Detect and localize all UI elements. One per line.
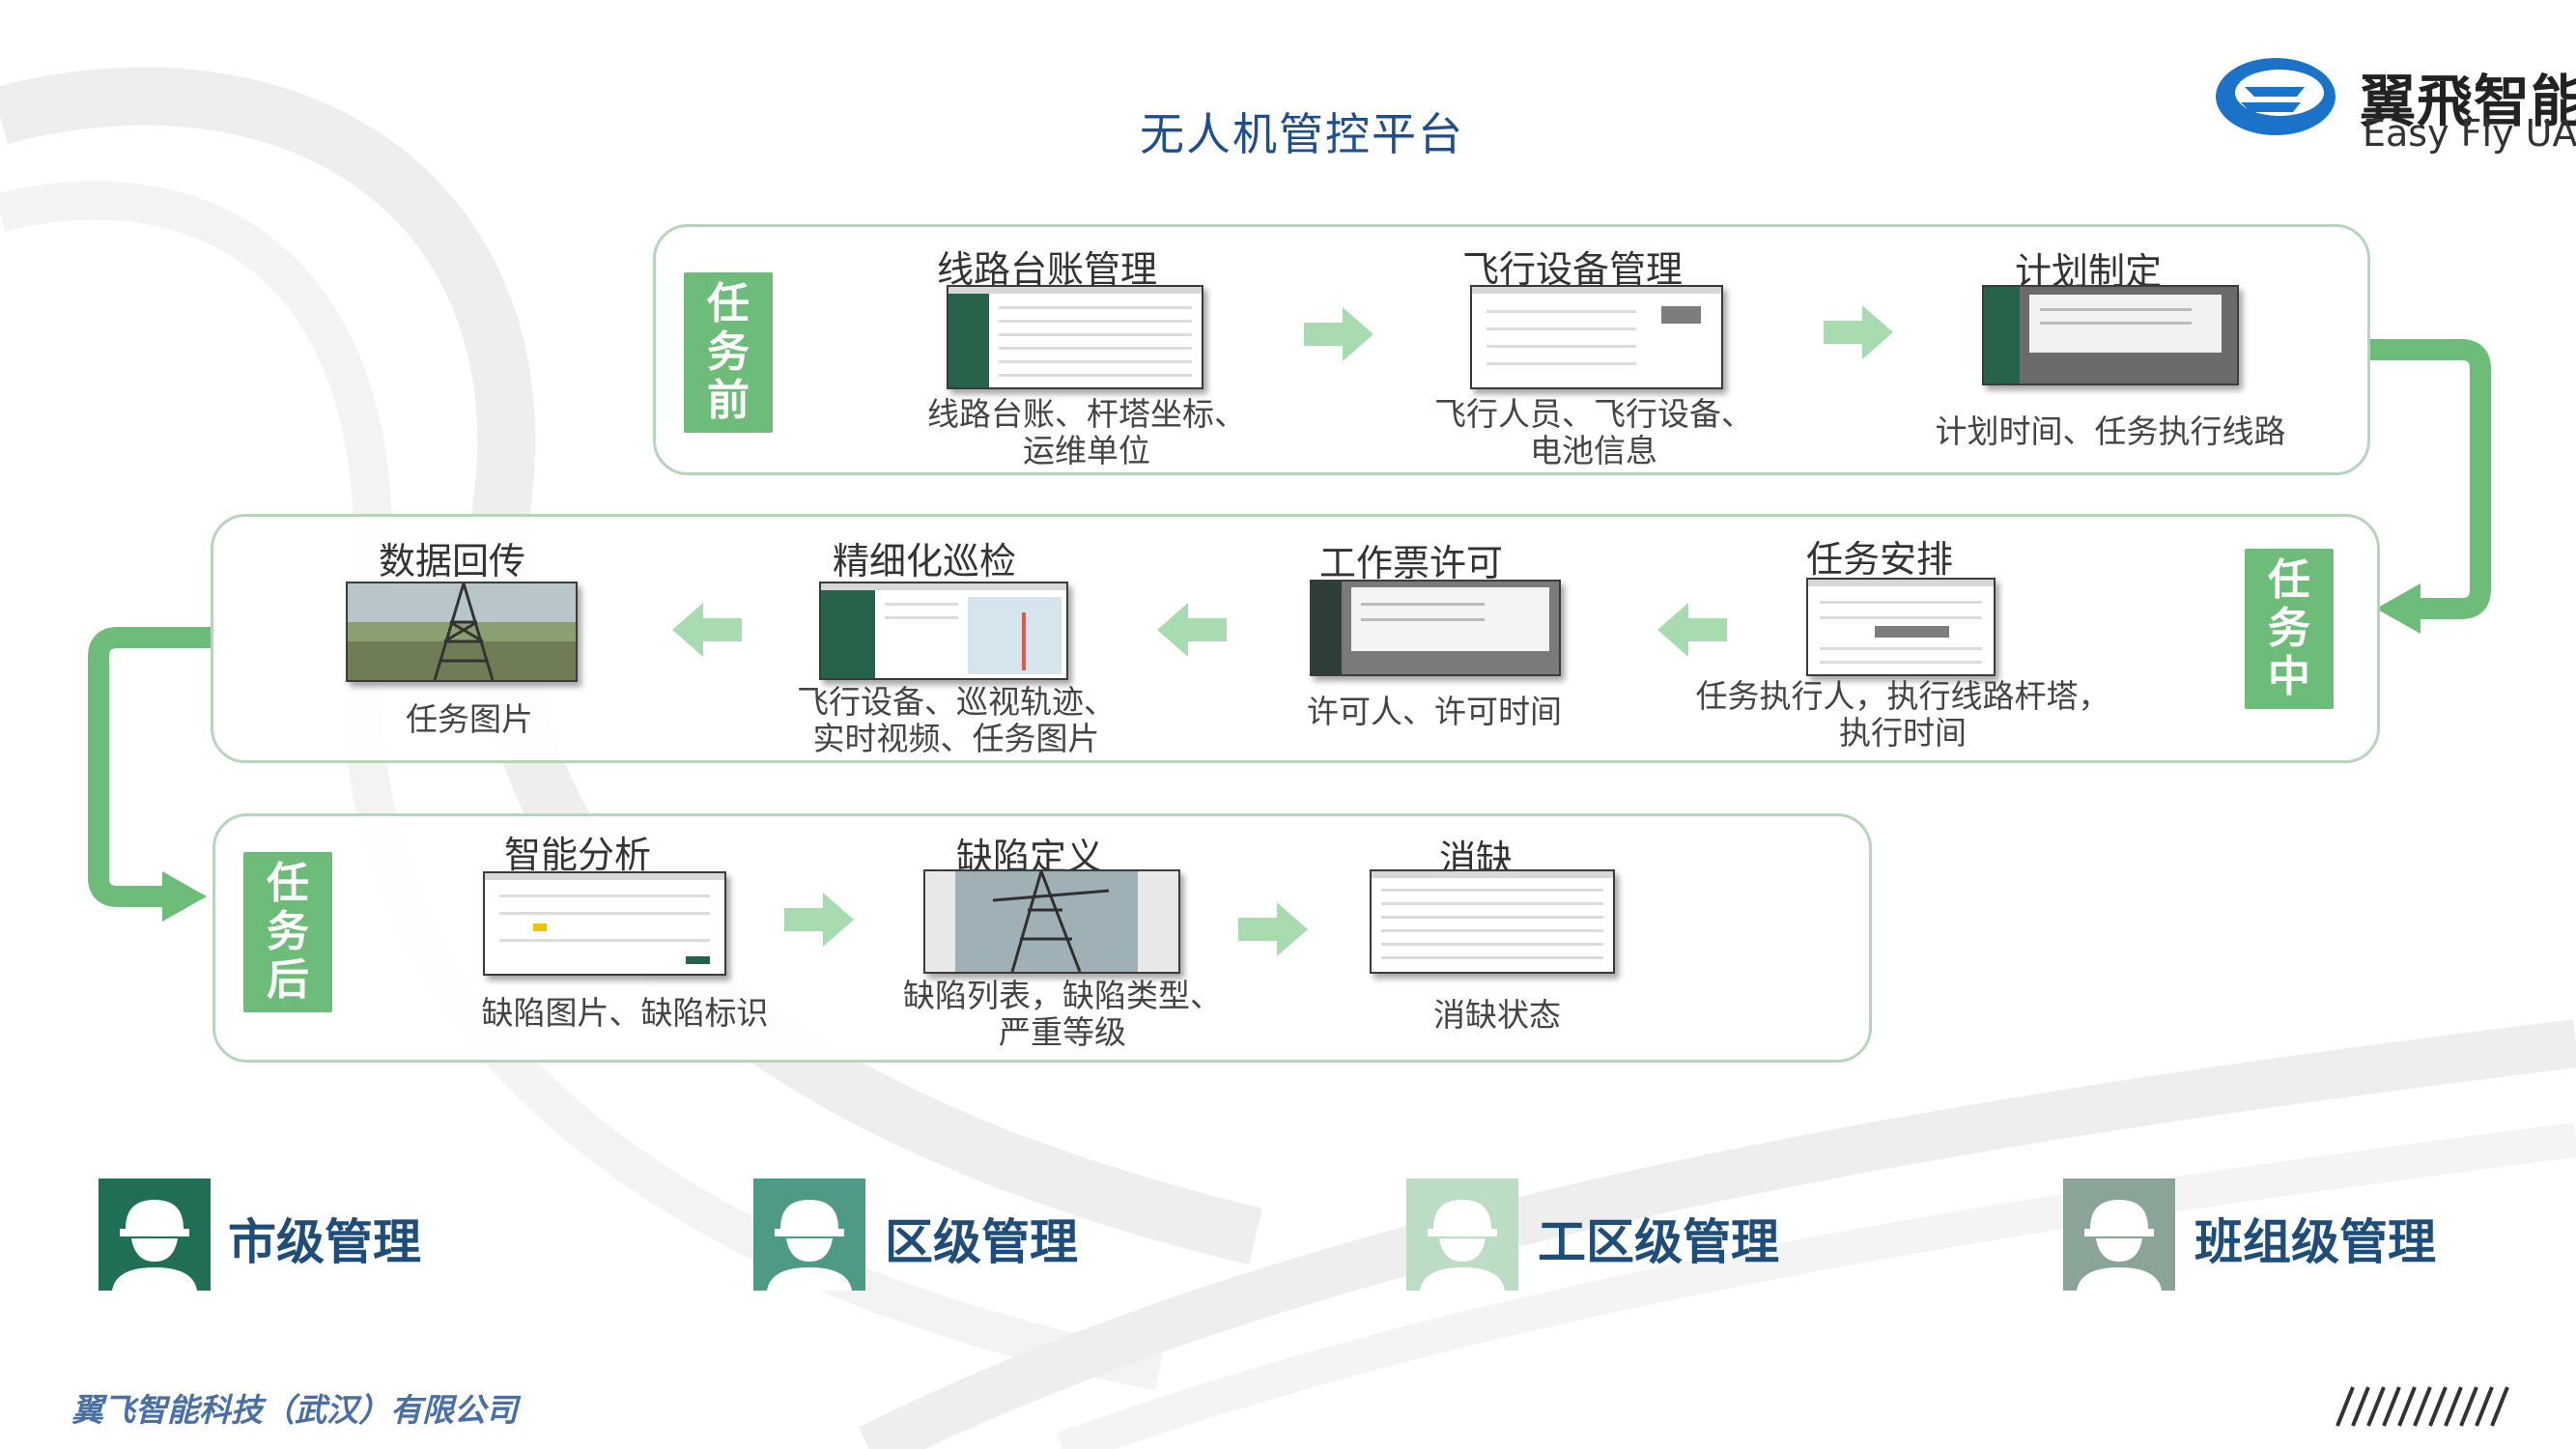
screenshot-fine-inspection[interactable] (819, 582, 1068, 680)
flow-arrow-left-3 (672, 603, 742, 657)
step-desc-defect-elimination: 消缺状态 (1433, 996, 1561, 1034)
company-name: 翼飞智能科技（武汉）有限公司 (71, 1391, 518, 1429)
step-desc-flight-equipment: 飞行人员、飞行设备、电池信息 (1434, 395, 1753, 469)
step-desc-work-permit: 许可人、许可时间 (1307, 693, 1562, 730)
screenshot-smart-analysis[interactable] (483, 871, 726, 976)
step-title-flight-equipment: 飞行设备管理 (1462, 248, 1684, 291)
step-title-data-return: 数据回传 (379, 540, 526, 582)
logo-text-en: Easy Fly UAV (2363, 112, 2576, 155)
phase-tag-after: 任务后 (243, 852, 332, 1012)
screenshot-line-ledger[interactable] (947, 285, 1203, 389)
step-desc-plan: 计划时间、任务执行线路 (1935, 412, 2286, 450)
screenshot-flight-equipment[interactable] (1470, 285, 1723, 389)
flow-arrow-right-1 (1304, 307, 1373, 361)
connector-arrow-head-left (162, 871, 207, 922)
worker-helmet-icon (753, 1179, 865, 1291)
screenshot-work-permit[interactable] (1310, 580, 1561, 676)
flow-arrow-right-3 (784, 893, 854, 947)
step-desc-fine-inspection: 飞行设备、巡视轨迹、实时视频、任务图片 (797, 683, 1116, 757)
role-label-city: 市级管理 (228, 1214, 421, 1270)
flow-arrow-left-1 (1657, 603, 1727, 657)
step-title-smart-analysis: 智能分析 (504, 834, 652, 876)
phase-tag-during: 任务中 (2245, 549, 2334, 709)
step-desc-smart-analysis: 缺陷图片、缺陷标识 (481, 994, 769, 1032)
screenshot-plan[interactable] (1982, 285, 2239, 385)
phase-tag-before: 任务前 (684, 272, 773, 433)
role-label-district: 区级管理 (885, 1214, 1078, 1270)
worker-helmet-icon (1406, 1179, 1518, 1291)
worker-helmet-icon (2063, 1179, 2175, 1291)
screenshot-defect-definition[interactable] (923, 869, 1180, 974)
flow-arrow-right-4 (1238, 902, 1308, 956)
logo-mark-icon (2216, 58, 2335, 135)
company-logo: 翼飛智能 Easy Fly UAV (2212, 48, 2576, 164)
step-desc-data-return: 任务图片 (406, 700, 533, 738)
logo-text-cn: 翼飛智能 (2360, 69, 2576, 134)
step-desc-task-arrangement: 任务执行人，执行线路杆塔，执行时间 (1695, 677, 2110, 752)
screenshot-task-arrangement[interactable] (1806, 578, 1996, 676)
flow-arrow-right-2 (1824, 305, 1893, 359)
worker-helmet-icon (99, 1179, 211, 1291)
step-desc-defect-definition: 缺陷列表，缺陷类型、严重等级 (903, 977, 1222, 1051)
role-label-team: 班组级管理 (2194, 1214, 2436, 1270)
step-desc-line-ledger: 线路台账、杆塔坐标、运维单位 (927, 395, 1246, 469)
screenshot-defect-elimination[interactable] (1370, 869, 1615, 974)
role-label-work-area: 工区级管理 (1538, 1214, 1779, 1270)
page-title: 无人机管控平台 (1140, 108, 1464, 160)
tower-photo-data-return[interactable] (346, 582, 578, 682)
step-title-task-arrangement: 任务安排 (1806, 538, 1954, 581)
step-title-fine-inspection: 精细化巡检 (833, 540, 1017, 582)
flow-arrow-left-2 (1157, 603, 1227, 657)
step-title-line-ledger: 线路台账管理 (937, 248, 1158, 291)
decorative-hatch (2335, 1386, 2509, 1427)
connector-arrow-head-right (2376, 583, 2420, 634)
step-title-work-permit: 工作票许可 (1319, 542, 1504, 584)
